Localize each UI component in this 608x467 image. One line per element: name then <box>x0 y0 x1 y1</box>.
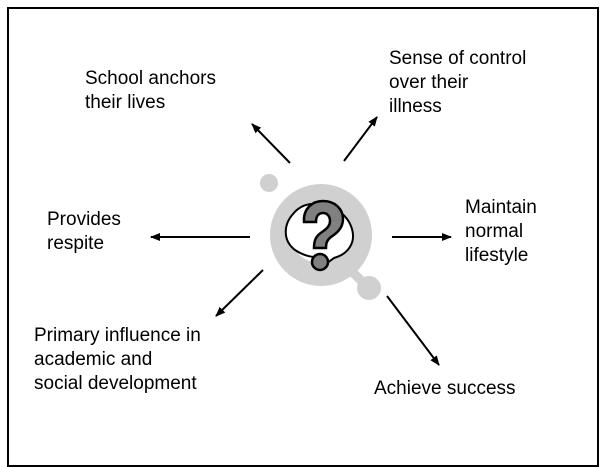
label-line: Provides <box>47 209 121 230</box>
arrow-to-school-anchors <box>251 123 291 164</box>
arrow-to-sense-of-control <box>343 116 378 162</box>
label-line: Primary influence in <box>34 325 201 346</box>
label-line: normal <box>465 221 524 242</box>
label-primary-influence: Primary influence in academic and social… <box>34 324 201 396</box>
label-line: social development <box>34 373 197 394</box>
label-line: lifestyle <box>465 245 529 266</box>
question-mark-speech-bubble-icon <box>260 174 381 300</box>
label-line: illness <box>389 96 442 117</box>
label-line: respite <box>47 233 105 254</box>
label-provides-respite: Provides respite <box>47 208 121 256</box>
label-line: Achieve success <box>374 378 516 399</box>
label-line: their lives <box>85 92 166 113</box>
label-line: School anchors <box>85 68 216 89</box>
label-line: Maintain <box>465 197 537 218</box>
label-line: Sense of control <box>389 48 527 69</box>
label-line: over their <box>389 72 469 93</box>
label-achieve-success: Achieve success <box>374 377 516 401</box>
label-line: academic and <box>34 349 153 370</box>
label-school-anchors: School anchors their lives <box>85 67 216 115</box>
label-sense-of-control: Sense of control over their illness <box>389 47 526 119</box>
label-maintain-lifestyle: Maintain normal lifestyle <box>465 196 537 268</box>
arrow-to-achieve-success <box>386 295 440 366</box>
arrow-to-primary-influence <box>215 269 264 317</box>
